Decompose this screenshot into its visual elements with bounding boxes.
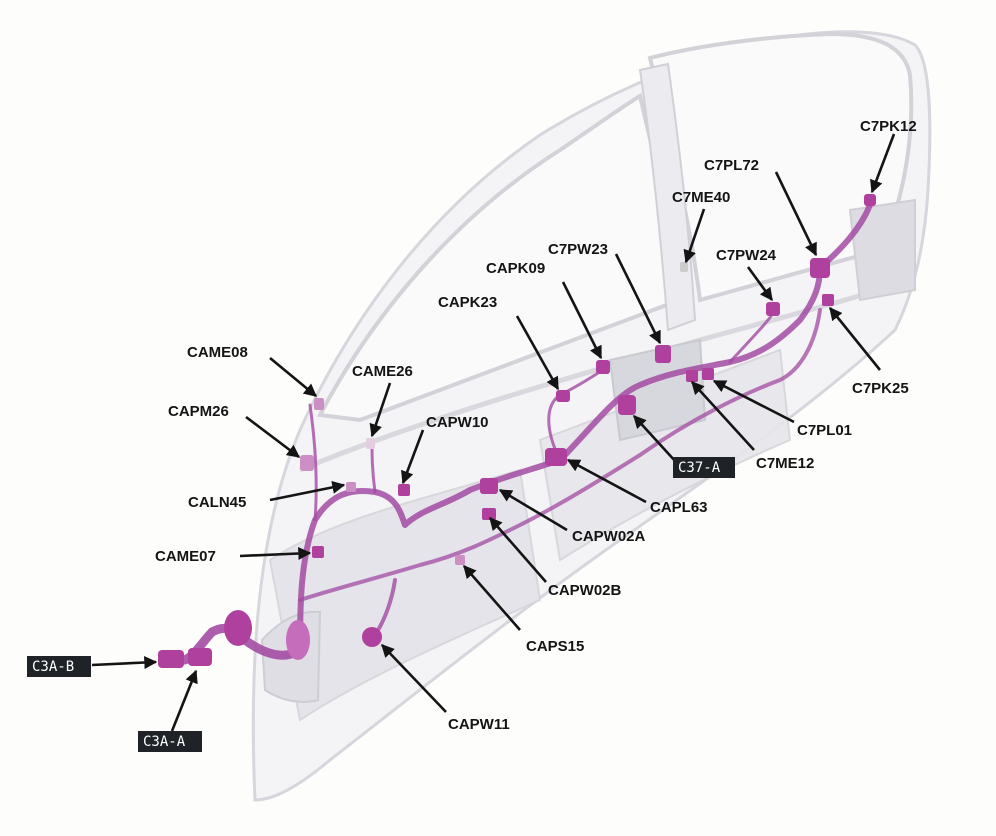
connector-capw10 bbox=[398, 484, 410, 496]
label-capl63: CAPL63 bbox=[650, 499, 708, 516]
harness-lower-run bbox=[298, 308, 822, 602]
label-capw02b: CAPW02B bbox=[548, 582, 622, 599]
connector-came08 bbox=[314, 398, 324, 410]
label-came26: CAME26 bbox=[352, 363, 413, 380]
connector-c7pl01 bbox=[702, 368, 714, 380]
connector-c7pk12 bbox=[864, 194, 876, 206]
arrow-c7pl01 bbox=[712, 379, 795, 424]
arrow-caps15 bbox=[463, 565, 521, 631]
connector-capw02b bbox=[482, 508, 496, 520]
arrow-capl63 bbox=[566, 458, 647, 504]
label-box-c3a-a bbox=[138, 731, 202, 752]
callout-labels: CAME08 CAME26 CAPM26 CAPW10 CALN45 CAME0… bbox=[27, 118, 917, 752]
label-caln45: CALN45 bbox=[188, 494, 246, 511]
label-came08: CAME08 bbox=[187, 344, 248, 361]
arrow-c37-a bbox=[633, 415, 677, 463]
connector-c3a-a bbox=[188, 648, 212, 666]
label-box-c3a-b bbox=[27, 656, 91, 677]
connector-capl63 bbox=[545, 448, 567, 466]
label-c37-a: C37-A bbox=[678, 460, 721, 476]
label-c7pw23: C7PW23 bbox=[548, 241, 608, 258]
label-c7pl72: C7PL72 bbox=[704, 157, 759, 174]
label-c3a-a: C3A-A bbox=[143, 734, 186, 750]
connector-capm26 bbox=[300, 455, 314, 471]
door-shell bbox=[251, 30, 932, 802]
label-capk23: CAPK23 bbox=[438, 294, 497, 311]
hinge-grommet bbox=[286, 620, 310, 660]
arrow-c7pk25 bbox=[828, 306, 882, 371]
label-box-c37-a bbox=[673, 457, 735, 478]
connector-c7me12 bbox=[686, 370, 698, 382]
connector-caps15 bbox=[455, 555, 465, 565]
connector-capw11 bbox=[362, 627, 382, 647]
arrow-c7pw23 bbox=[614, 253, 662, 345]
arrow-capw10 bbox=[401, 429, 425, 485]
connectors bbox=[158, 194, 876, 668]
arrow-capk09 bbox=[561, 281, 603, 360]
arrow-came07 bbox=[239, 547, 312, 560]
arrow-capk23 bbox=[515, 315, 560, 391]
arrow-capw02a bbox=[498, 488, 568, 532]
label-came07: CAME07 bbox=[155, 548, 216, 565]
label-capw11: CAPW11 bbox=[448, 716, 510, 733]
arrow-c7me12 bbox=[691, 381, 755, 451]
rear-module-panel bbox=[848, 198, 916, 302]
label-capw10: CAPW10 bbox=[426, 414, 489, 431]
label-c7pw24: C7PW24 bbox=[716, 247, 777, 264]
label-c7pk25: C7PK25 bbox=[852, 380, 909, 397]
callout-arrows bbox=[91, 133, 896, 732]
connector-c37-a bbox=[618, 395, 636, 415]
label-c7pl01: C7PL01 bbox=[797, 422, 852, 439]
arrow-c3a-a bbox=[170, 669, 198, 732]
label-c7me40: C7ME40 bbox=[672, 189, 730, 206]
arrow-came26 bbox=[369, 382, 392, 438]
arrow-c7me40 bbox=[683, 208, 706, 264]
arrow-c3a-b bbox=[91, 656, 158, 670]
connector-capk09 bbox=[596, 360, 610, 374]
connector-c7pl72 bbox=[810, 258, 830, 278]
arrow-c7pw24 bbox=[746, 266, 774, 302]
arrow-came08 bbox=[269, 356, 318, 398]
label-capw02a: CAPW02A bbox=[572, 528, 646, 545]
connector-c7pw23 bbox=[655, 345, 671, 363]
connector-came26 bbox=[366, 438, 375, 449]
arrow-c7pl72 bbox=[774, 171, 818, 257]
connector-came07 bbox=[312, 546, 324, 558]
arrow-capw11 bbox=[381, 644, 447, 713]
connector-c7pk25 bbox=[822, 294, 834, 306]
connector-c7pw24 bbox=[766, 302, 780, 316]
connector-capk23 bbox=[556, 390, 570, 402]
connector-caln45 bbox=[346, 482, 356, 492]
lower-panel-front bbox=[268, 468, 542, 722]
arrow-capw02b bbox=[489, 517, 547, 583]
arrow-c7pk12 bbox=[870, 133, 896, 194]
arrow-capm26 bbox=[245, 415, 301, 459]
harness-upper-branch bbox=[308, 403, 318, 522]
connector-c3a-b bbox=[158, 650, 184, 668]
label-c7pk12: C7PK12 bbox=[860, 118, 917, 135]
connector-capw02a bbox=[480, 478, 498, 494]
label-capk09: CAPK09 bbox=[486, 260, 545, 277]
label-caps15: CAPS15 bbox=[526, 638, 584, 655]
arrow-caln45 bbox=[269, 480, 346, 502]
label-c3a-b: C3A-B bbox=[32, 659, 74, 675]
grommet-body bbox=[224, 610, 252, 646]
label-c7me12: C7ME12 bbox=[756, 455, 814, 472]
label-capm26: CAPM26 bbox=[168, 403, 229, 420]
connector-c7me40 bbox=[680, 262, 688, 272]
